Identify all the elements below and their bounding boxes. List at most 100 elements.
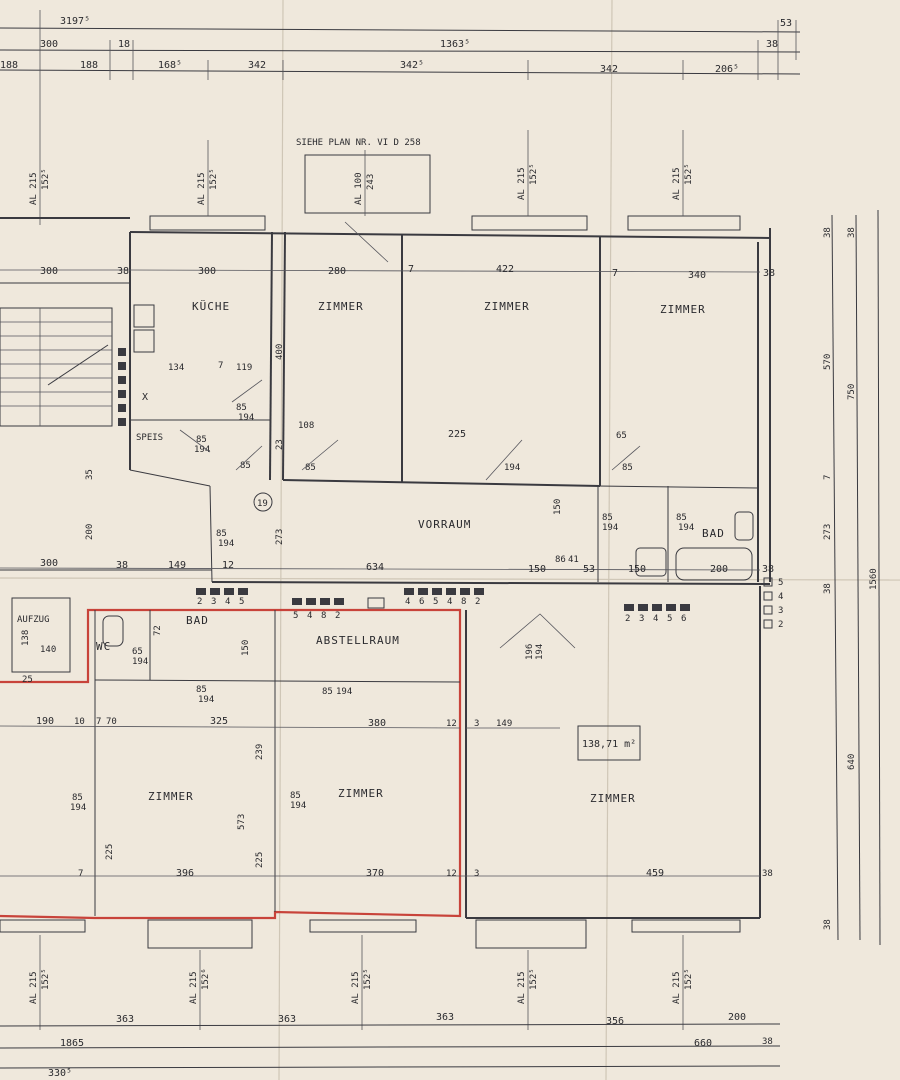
dim-label: 225 [255,852,265,868]
window-label: 152⁵ [529,968,539,990]
dim-label: 194 [602,523,618,533]
dim-label: 273 [823,524,833,540]
dim-label: 194 [194,445,210,455]
dim-label: 300 [40,558,58,569]
shaft-number: 5 [667,614,672,624]
dim-label: 194 [132,657,148,667]
dim-label: 300 [40,266,58,277]
dim-label: 18 [118,39,130,50]
dim-label: 194 [70,803,86,813]
dim-label: 200 [728,1012,746,1023]
dim-label: 38 [763,268,775,279]
window-label: 243 [366,174,376,190]
dim-label: 149 [168,560,186,571]
dim-label: 342⁵ [400,60,424,71]
shaft-number: 2 [197,597,202,607]
dim-label: 188 [0,60,18,71]
dim-label: 140 [40,645,56,655]
room-label-bad: BAD [702,527,725,540]
dim-label: 85 [622,463,633,473]
dim-label: 168⁵ [158,60,182,71]
dim-label: 194 [218,539,234,549]
lower-dimensions: 138 140 72 65 194 150 25 190 10 7 70 325… [0,625,773,879]
paper-fold [0,577,900,581]
dim-label: 660 [694,1038,712,1049]
dim-label: 38 [823,919,833,930]
dim-label: 85 [322,687,333,697]
window-label: 152⁵ [684,163,694,185]
dim-label: 194 [535,644,545,660]
dim-label: 640 [847,754,857,770]
dim-label: 325 [210,716,228,727]
window-label: 152⁵ [363,968,373,990]
room-label-zimmer: ZIMMER [590,792,636,805]
dim-label: 138 [21,630,31,646]
marker-circle [253,492,273,512]
dim-label: 190 [36,716,54,727]
dim-label: 25 [22,675,33,685]
dim-label: 750 [847,384,857,400]
upper-dimensions: 300 38 300 280 7 422 7 340 38 134 7 119 … [0,264,775,575]
shaft-number: 2 [778,620,783,630]
dim-label: 194 [678,523,694,533]
shaft-number: 8 [321,611,326,621]
dim-label: 70 [106,717,117,727]
dim-label: 85 [236,403,247,413]
dim-label: 85 [240,461,251,471]
dim-label: 12 [222,560,234,571]
dim-label: 342 [600,64,618,75]
dim-label: 85 [216,529,227,539]
dim-label: 1560 [869,568,879,590]
marker-number: 19 [257,499,268,509]
dim-label: 380 [368,718,386,729]
dim-label: 340 [688,270,706,281]
right-dimensions: 38 38 570 750 7 273 38 1560 640 38 [823,209,881,946]
dim-label: 280 [328,266,346,277]
dim-label: 200 [85,524,95,540]
dim-label: 7 [218,361,223,371]
chimney-x: X [142,392,148,403]
dim-label: 370 [366,868,384,879]
room-label-speis: SPEIS [136,433,163,443]
dim-label: 273 [275,529,285,545]
dim-label: 363 [116,1014,134,1025]
dim-label: 85 [602,513,613,523]
window-label: AL 215 [517,971,527,1004]
room-label-zimmer: ZIMMER [318,300,364,313]
dim-label: 422 [496,264,514,275]
dim-label: 300 [198,266,216,277]
dim-label: 342 [248,60,266,71]
dim-label: 300 [40,39,58,50]
shaft-column [118,348,126,426]
dim-label: 150 [528,564,546,575]
shaft-number: 2 [475,597,480,607]
window-label: AL 215 [189,971,199,1004]
window-label: AL 100 [354,172,364,205]
shaft-number: 3 [778,606,783,616]
bottom-windows: AL 215 152⁵ AL 215 152⁶ AL 215 152⁵ AL 2… [0,919,741,1030]
dim-label: 150 [553,499,563,515]
dim-label: 38 [116,560,128,571]
window-label: 152⁵ [41,968,51,990]
area-label: 138,71 m² [582,739,636,750]
dim-label: 65 [132,647,143,657]
room-label-zimmer: ZIMMER [660,303,706,316]
dim-label: 86 [555,555,566,565]
top-windows: AL 215 152⁵ AL 215 152⁵ AL 100 243 AL 21… [29,130,741,231]
window-label: 152⁵ [41,168,51,190]
dim-label: 396 [176,868,194,879]
shaft-number: 3 [639,614,644,624]
room-label-wc: WC [96,640,111,653]
dim-label: 72 [153,625,163,636]
dim-label: 149 [496,719,512,729]
room-label-zimmer: ZIMMER [484,300,530,313]
shaft-number: 3 [211,597,216,607]
dim-label: 65 [616,431,627,441]
dim-label: 194 [198,695,214,705]
door-swings [179,221,641,649]
dim-label: 363 [278,1014,296,1025]
dim-label: 1363⁵ [440,39,470,50]
dim-label: 38 [847,227,857,238]
window-label: 152⁵ [209,168,219,190]
